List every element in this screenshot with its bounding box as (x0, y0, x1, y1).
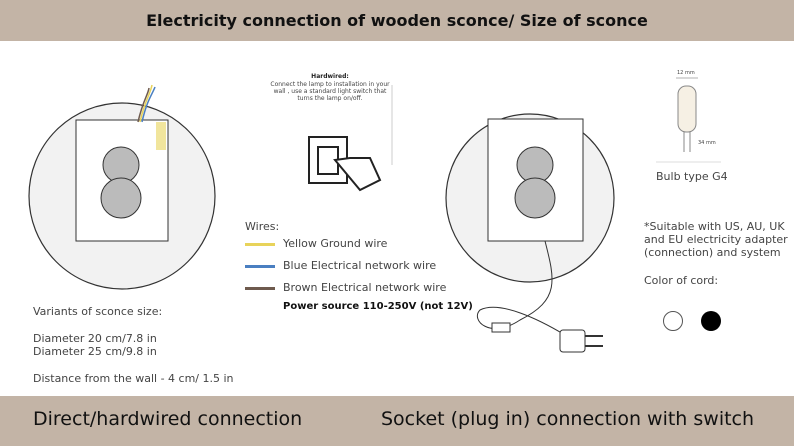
wire-label: Yellow Ground wire (283, 237, 388, 250)
footer-band: Direct/hardwired connection Socket (plug… (0, 396, 794, 446)
socket-caption: Socket (plug in) connection with switch (381, 408, 755, 430)
compat-note: *Suitable with US, AU, UK and EU electri… (644, 220, 788, 259)
wires-heading: Wires: (245, 220, 280, 233)
hardwired-heading: Hardwired: (311, 73, 349, 80)
light-switch-icon (308, 85, 393, 192)
brown-wire-swatch (245, 287, 275, 290)
hardwired-caption: Direct/hardwired connection (33, 408, 303, 430)
cord-color-black[interactable] (701, 311, 721, 331)
wire-label: Blue Electrical network wire (283, 259, 437, 272)
bulb-height-dim: 34 mm (698, 140, 716, 146)
g4-bulb-drawing (656, 77, 721, 163)
size-item: Diameter 25 cm/9.8 in (33, 345, 157, 358)
hardwired-text: Connect the lamp to installation in your… (270, 81, 390, 102)
cord-color-white[interactable] (663, 311, 683, 331)
page-title: Electricity connection of wooden sconce/… (0, 0, 794, 41)
bulb-type: Bulb type G4 (656, 170, 728, 183)
size-item: Diameter 20 cm/7.8 in (33, 332, 157, 345)
cord-color-label: Color of cord: (644, 274, 719, 287)
hardwired-sconce-drawing (28, 84, 216, 290)
wall-distance: Distance from the wall - 4 cm/ 1.5 in (33, 372, 234, 385)
power-source: Power source 110-250V (not 12V) (283, 301, 473, 312)
blue-wire-swatch (245, 265, 275, 268)
wire-label: Brown Electrical network wire (283, 281, 447, 294)
yellow-wire-swatch (245, 243, 275, 246)
bulb-width-dim: 12 mm (677, 70, 695, 76)
sizes-heading: Variants of sconce size: (33, 305, 163, 318)
plugin-sconce-drawing (445, 113, 615, 353)
